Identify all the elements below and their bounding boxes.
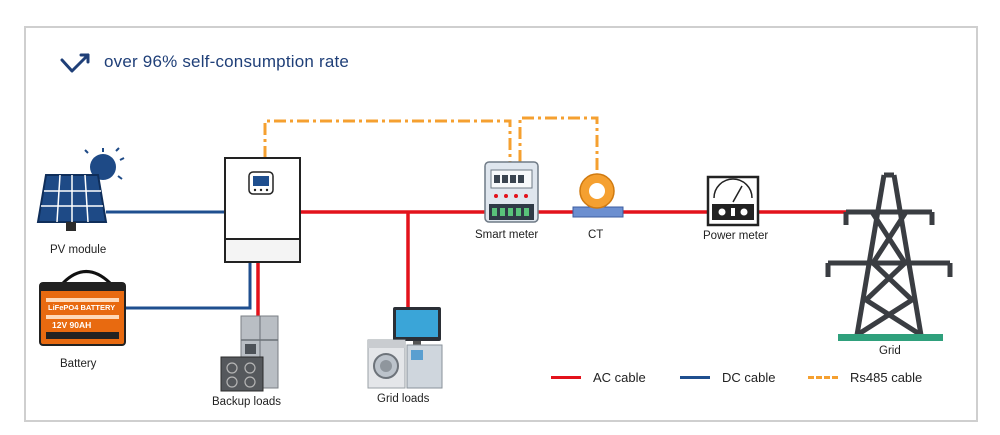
ct-label: CT bbox=[588, 229, 604, 241]
grid-loads-label: Grid loads bbox=[377, 393, 430, 405]
rs485-cable bbox=[263, 116, 599, 170]
legend-rs485: Rs485 cable bbox=[808, 370, 922, 385]
trend-check-icon bbox=[60, 53, 90, 73]
smart-meter-label: Smart meter bbox=[475, 229, 539, 241]
battery-icon bbox=[39, 270, 126, 346]
legend-dc: DC cable bbox=[680, 370, 775, 385]
legend-rs485-label: Rs485 cable bbox=[850, 370, 923, 385]
headline: over 96% self-consumption rate bbox=[62, 52, 349, 72]
pv-module-label: PV module bbox=[50, 244, 107, 256]
solar-panel-icon bbox=[36, 147, 125, 231]
battery-face-line-2: 12V 90AH bbox=[52, 320, 91, 330]
legend-ac-label: AC cable bbox=[593, 370, 646, 385]
refrigerator-stove-icon bbox=[220, 315, 279, 392]
transmission-tower-icon bbox=[825, 172, 953, 338]
diagram-frame bbox=[24, 26, 978, 422]
current-transformer-icon bbox=[572, 173, 624, 218]
power-meter-icon bbox=[706, 175, 760, 227]
legend-dc-swatch bbox=[680, 376, 710, 379]
smart-meter-icon bbox=[484, 161, 539, 223]
power-meter-label: Power meter bbox=[703, 230, 769, 242]
grid-label: Grid bbox=[879, 345, 901, 357]
grid-base bbox=[838, 334, 943, 341]
headline-text: over 96% self-consumption rate bbox=[104, 52, 350, 71]
legend-ac: AC cable bbox=[551, 370, 646, 385]
legend-ac-swatch bbox=[551, 376, 581, 379]
washer-tv-icon bbox=[367, 307, 443, 389]
dc-cable bbox=[106, 210, 252, 310]
battery-face-line-1: LiFePO4 BATTERY bbox=[48, 303, 115, 312]
legend-dc-label: DC cable bbox=[722, 370, 776, 385]
legend-rs485-swatch bbox=[808, 376, 838, 379]
backup-loads-label: Backup loads bbox=[212, 396, 282, 408]
inverter-icon bbox=[224, 157, 301, 263]
ac-cable bbox=[256, 210, 850, 320]
battery-label: Battery bbox=[60, 358, 97, 370]
headline-icon-spacer bbox=[62, 53, 92, 71]
